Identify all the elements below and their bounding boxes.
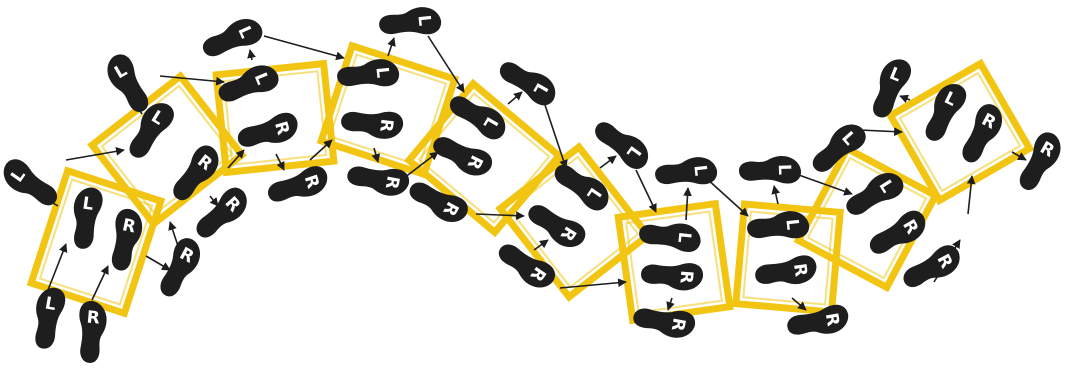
step-arrow-icon [636,170,656,212]
foot-letter: L [673,231,694,244]
foot-letter: L [413,14,434,27]
foot-letter: R [676,270,697,284]
step-arrow-icon [476,214,524,216]
left-footprint-icon: L [122,96,178,163]
step-arrow-icon [900,96,910,100]
left-footprint-icon: L [101,50,156,118]
foot-letter: R [789,262,811,278]
step-arrow-icon [388,38,394,56]
step-arrow-icon [250,50,252,60]
right-footprint-icon: R [234,110,301,154]
left-footprint-icon: L [29,285,67,351]
foot-letter: R [86,308,101,329]
foot-letter: L [781,218,802,231]
foot-letter: L [774,164,794,176]
ladder-box [618,204,730,321]
step-arrow-icon [706,178,748,216]
step-arrow-icon [146,256,170,270]
left-footprint-icon: L [638,219,703,253]
left-footprint-icon: L [378,5,443,39]
left-footprint-icon: L [866,54,915,122]
right-footprint-icon: R [340,107,405,141]
right-footprint-icon: R [75,300,108,364]
step-arrow-icon [210,196,218,206]
right-footprint-icon: R [753,254,818,290]
step-arrow-icon [92,266,108,300]
left-footprint-icon: L [198,13,266,64]
step-arrow-icon [508,92,522,104]
left-footprint-icon: L [68,185,104,250]
right-footprint-icon: R [640,260,704,292]
foot-letter: R [375,118,396,133]
left-footprint-icon: L [589,115,655,174]
left-footprint-icon: L [494,55,562,110]
foot-letter: L [689,164,710,177]
foot-letter: L [371,66,392,79]
step-arrow-icon [774,186,778,204]
step-arrow-icon [170,222,178,246]
left-footprint-icon: L [739,155,802,185]
left-footprint-icon: L [654,155,719,189]
step-arrow-icon [600,156,616,168]
step-arrow-icon [264,36,344,58]
left-footprint-icon: L [918,78,970,146]
right-footprint-icon: R [153,234,207,302]
